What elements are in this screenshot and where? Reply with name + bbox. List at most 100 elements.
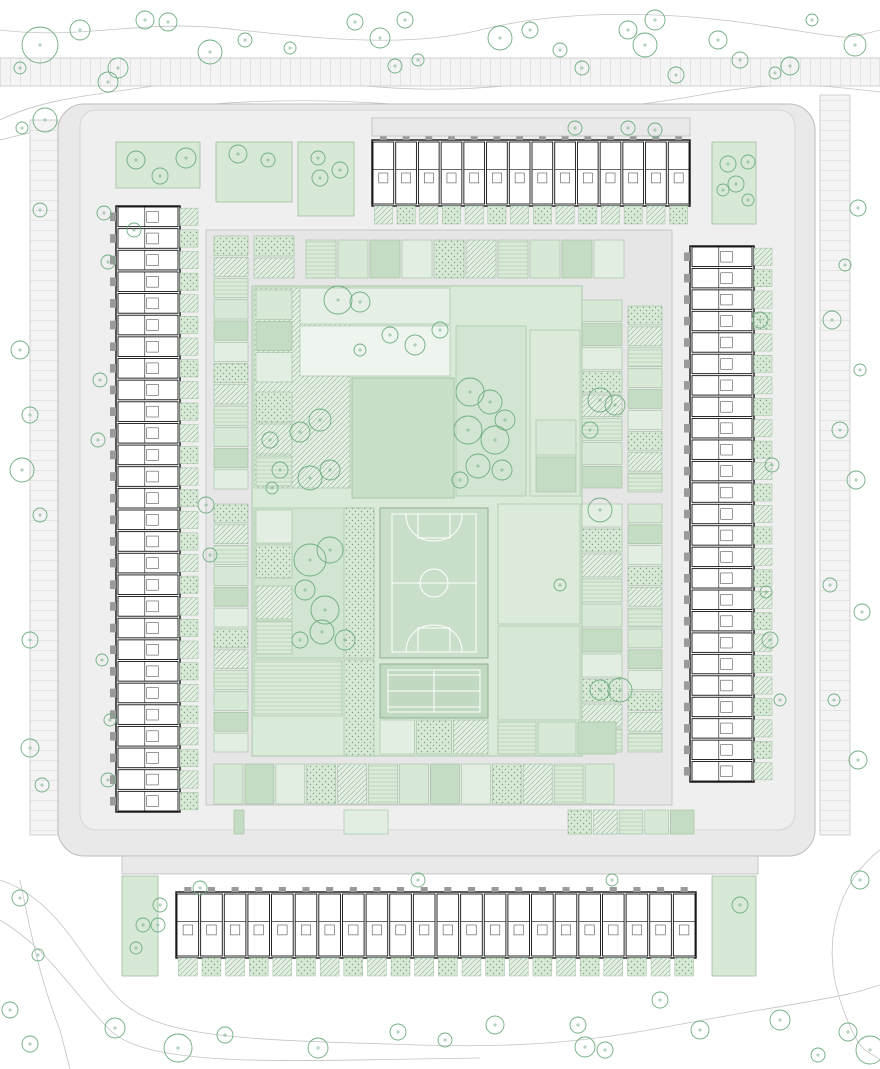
garden-plot	[255, 321, 293, 351]
entry-step	[110, 450, 116, 460]
dwelling-unit	[395, 141, 417, 205]
stair	[378, 172, 389, 184]
entry-step	[278, 887, 286, 892]
tree-icon	[731, 896, 749, 914]
tree-icon	[90, 432, 106, 448]
entry-step	[684, 595, 690, 605]
garden-plot	[213, 503, 249, 524]
stair	[720, 315, 733, 327]
entry-step	[684, 574, 690, 583]
entry-step	[110, 320, 116, 330]
private-garden	[753, 741, 773, 759]
entry-step	[684, 509, 690, 519]
garden-plot	[213, 256, 249, 277]
stair	[442, 924, 453, 936]
private-garden	[438, 957, 458, 977]
entry-step	[684, 724, 690, 733]
stair	[720, 486, 733, 499]
private-garden	[390, 957, 411, 977]
private-garden	[296, 957, 316, 977]
stair	[720, 293, 733, 306]
tree-icon	[323, 285, 353, 315]
entry-step	[110, 688, 116, 698]
dwelling-unit	[649, 893, 672, 957]
private-garden	[753, 719, 773, 738]
stair	[720, 679, 733, 692]
stair	[720, 637, 733, 649]
entry-step	[110, 234, 116, 243]
tree-icon	[100, 772, 116, 788]
entry-step	[584, 135, 592, 140]
garden-plot	[433, 239, 465, 279]
private-garden	[753, 762, 773, 781]
dwelling-unit	[117, 401, 179, 422]
dwelling-unit	[691, 418, 753, 439]
tree-icon	[151, 167, 169, 185]
stair	[401, 172, 411, 184]
stair	[348, 924, 359, 936]
dwelling-unit	[691, 611, 753, 632]
dwelling-unit	[117, 422, 179, 444]
entry-step	[684, 381, 690, 390]
private-garden	[179, 381, 199, 399]
entry-step	[110, 515, 116, 525]
stair	[146, 297, 159, 310]
tree-icon	[605, 873, 619, 887]
private-garden	[578, 205, 598, 225]
garden-plot	[337, 763, 367, 805]
tree-icon	[853, 363, 867, 377]
tree-icon	[158, 12, 178, 32]
block-outline	[115, 205, 181, 813]
entry-step	[470, 135, 478, 140]
private-garden	[179, 640, 199, 659]
private-garden	[487, 205, 507, 225]
dwelling-unit	[365, 893, 389, 957]
entry-step	[379, 135, 387, 140]
private-garden	[579, 957, 600, 977]
entry-step	[561, 135, 569, 140]
entry-step	[255, 887, 263, 892]
tree-icon	[644, 9, 666, 31]
tree-icon	[237, 32, 253, 48]
garden-plot	[537, 721, 577, 755]
tree-icon	[850, 870, 870, 890]
garden-plot	[627, 670, 663, 690]
entry-step	[110, 623, 116, 633]
entry-step	[444, 887, 452, 892]
private-garden	[646, 205, 666, 225]
tree-icon	[848, 750, 868, 770]
entry-step	[326, 887, 334, 892]
garden-plot	[368, 763, 398, 805]
tree-icon	[521, 21, 539, 39]
stair	[720, 508, 733, 520]
tree-icon	[126, 222, 142, 238]
tree-icon	[485, 1015, 505, 1035]
block-outline	[689, 245, 755, 783]
tree-icon	[604, 394, 626, 416]
dwelling-unit	[463, 141, 486, 205]
garden-plot	[213, 426, 249, 447]
tree-icon	[607, 677, 633, 703]
dwelling-unit	[117, 574, 179, 596]
dwelling-unit	[691, 653, 753, 675]
tree-icon	[553, 578, 567, 592]
private-garden	[674, 957, 694, 977]
entry-step	[110, 666, 116, 676]
tree-icon	[381, 326, 399, 344]
tree-icon	[32, 507, 48, 523]
garden-plot	[255, 352, 293, 383]
entry-step	[652, 135, 660, 140]
garden-plot	[453, 719, 489, 755]
garden-plot	[581, 370, 623, 394]
stair	[206, 924, 217, 936]
garden-plot	[213, 320, 249, 341]
private-garden	[753, 269, 773, 287]
stair	[513, 924, 524, 936]
garden-plot	[497, 721, 537, 755]
stair	[146, 579, 159, 591]
entry-step	[680, 887, 688, 892]
dwelling-unit	[645, 141, 667, 205]
private-garden	[753, 333, 773, 352]
tree-icon	[716, 183, 730, 197]
dwelling-unit	[200, 893, 223, 957]
